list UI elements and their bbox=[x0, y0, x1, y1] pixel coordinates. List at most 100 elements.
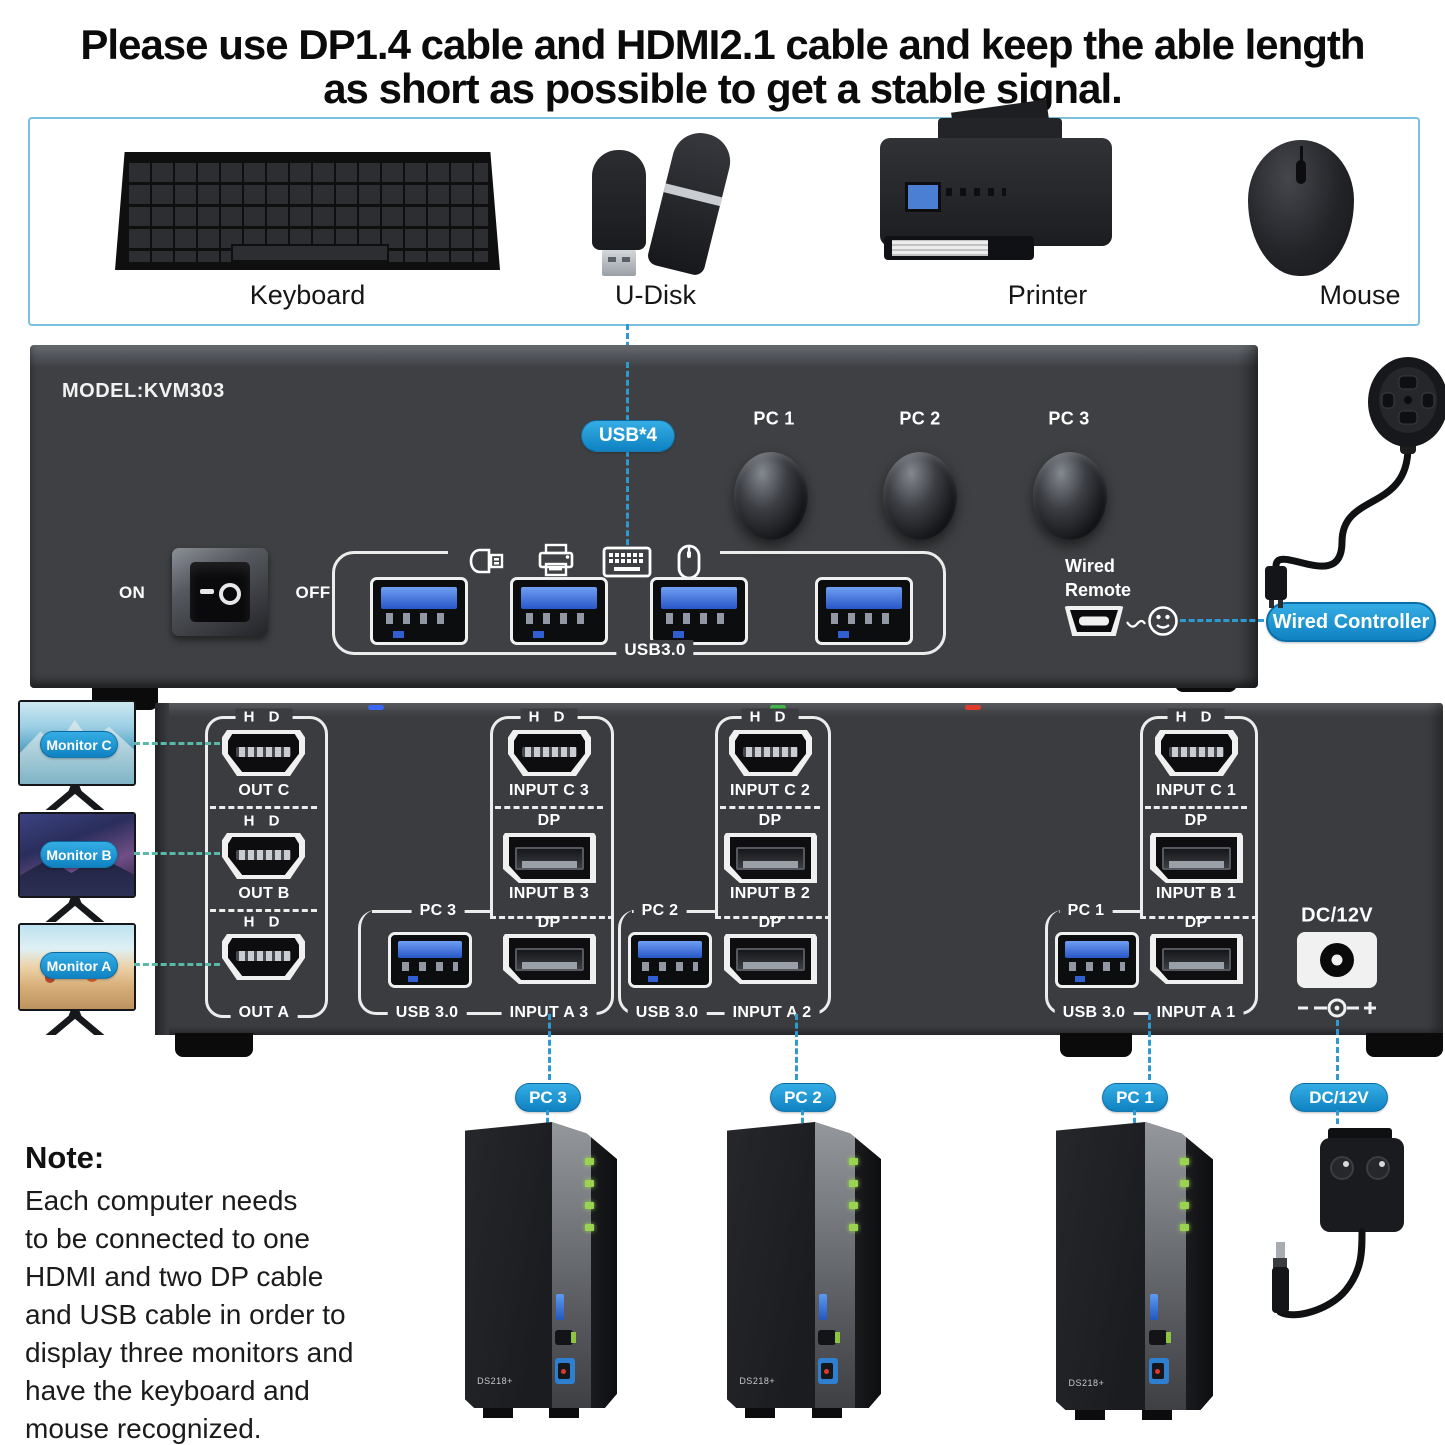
front-usb-port-1 bbox=[370, 577, 468, 645]
tower-power-button bbox=[1148, 1330, 1167, 1345]
tower-usb-port bbox=[819, 1294, 828, 1320]
usb-nub bbox=[648, 976, 658, 982]
port-bar bbox=[521, 861, 578, 868]
port-usb3-pc3 bbox=[388, 932, 472, 988]
tower-side bbox=[591, 1130, 617, 1408]
monitor-a-pill: Monitor A bbox=[40, 952, 118, 979]
tower-reset-button bbox=[820, 1363, 833, 1379]
pc1-divider bbox=[1145, 806, 1247, 809]
green-indicator-led bbox=[770, 705, 786, 710]
dc-pill: DC/12V bbox=[1290, 1083, 1388, 1112]
wired-controller-pill: Wired Controller bbox=[1266, 602, 1436, 642]
power-on-label: ON bbox=[118, 583, 146, 602]
tower-reset-dot bbox=[561, 1368, 567, 1374]
tower-led bbox=[585, 1202, 595, 1209]
front-usb-port-2 bbox=[510, 577, 608, 645]
port-input-b1-dp bbox=[1150, 833, 1243, 883]
tower-led bbox=[848, 1224, 858, 1231]
usb-nub bbox=[673, 630, 685, 639]
pc1-drop-line bbox=[1148, 1014, 1151, 1080]
note-line: have the keyboard and bbox=[25, 1375, 310, 1406]
tower-power-button bbox=[817, 1330, 836, 1345]
port-input-c1-hdmi bbox=[1155, 730, 1238, 776]
knob-label-pc1: PC 1 bbox=[753, 408, 795, 429]
input-b1-label: INPUT B 1 bbox=[1155, 885, 1237, 902]
usb-tab bbox=[638, 940, 702, 958]
dc-jack-pin bbox=[1331, 954, 1343, 966]
model-label: MODEL:KVM303 bbox=[62, 380, 225, 402]
power-dash-symbol bbox=[200, 589, 214, 594]
keyboard-spacebar bbox=[230, 244, 389, 262]
tower-reset-dot bbox=[824, 1368, 830, 1374]
usb-pins bbox=[830, 613, 898, 624]
monitor-b-stand bbox=[45, 896, 105, 922]
tower-reset-dot bbox=[1155, 1368, 1161, 1374]
usb-tab bbox=[1065, 940, 1129, 958]
usb-pins bbox=[525, 613, 593, 624]
tower-led bbox=[848, 1180, 858, 1187]
port-input-a1-dp bbox=[1150, 934, 1243, 984]
pc3-group-label: PC 3 bbox=[411, 902, 465, 920]
out-divider-2 bbox=[210, 909, 317, 912]
port-tongue bbox=[1169, 747, 1224, 757]
port-tongue bbox=[522, 747, 577, 757]
input-c3-label: INPUT C 3 bbox=[508, 782, 590, 799]
note-line: HDMI and two DP cable bbox=[25, 1261, 324, 1292]
usb-tab bbox=[381, 586, 457, 609]
tower-usb-port bbox=[1150, 1294, 1159, 1320]
tower-side bbox=[854, 1130, 881, 1408]
tower-foot bbox=[548, 1408, 579, 1418]
pc3-pill-stub bbox=[546, 1110, 549, 1123]
port-input-b2-dp bbox=[724, 833, 817, 883]
printer-screen bbox=[905, 182, 941, 212]
note-line: display three monitors and bbox=[25, 1337, 354, 1368]
out-c-type: H D bbox=[235, 708, 293, 726]
port-bar bbox=[742, 962, 799, 969]
monitor-c-pill: Monitor C bbox=[40, 731, 118, 758]
input-a1-chip: INPUT A 1 bbox=[1148, 1004, 1244, 1022]
pc2-usb-label: USB 3.0 bbox=[627, 1004, 707, 1022]
out-b-label: OUT B bbox=[238, 885, 290, 902]
input-b3-label: INPUT B 3 bbox=[508, 885, 590, 902]
keyboard-label: Keyboard bbox=[249, 280, 366, 310]
monitor-a-line bbox=[134, 963, 220, 966]
blue-indicator-led bbox=[368, 705, 384, 710]
tower-body: DS218+ bbox=[727, 1122, 881, 1408]
tower-reset-button bbox=[557, 1363, 570, 1379]
tower-led bbox=[585, 1180, 595, 1187]
pc2-pill: PC 2 bbox=[770, 1083, 836, 1112]
port-out-a-hdmi bbox=[222, 934, 305, 980]
port-input-c3-hdmi bbox=[508, 730, 591, 776]
pc3-tower: DS218+ bbox=[465, 1122, 617, 1418]
red-indicator-led bbox=[965, 705, 981, 710]
pc2-divider bbox=[720, 806, 820, 809]
printer-body bbox=[880, 138, 1112, 246]
port-bar bbox=[1168, 962, 1225, 969]
tower-led bbox=[848, 1158, 858, 1165]
pc3-box-outline bbox=[358, 910, 614, 1015]
port-tongue bbox=[236, 951, 291, 961]
printer-buttons bbox=[946, 188, 1006, 196]
port-usb3-pc1 bbox=[1055, 932, 1139, 988]
power-off-label: OFF bbox=[295, 583, 331, 602]
mouse-split bbox=[1300, 146, 1303, 162]
out-a-type: H D bbox=[243, 913, 285, 931]
tower-led bbox=[1180, 1224, 1190, 1231]
tower-power-button bbox=[554, 1330, 573, 1345]
monitor-b-line bbox=[134, 852, 220, 855]
power-switch-rocker bbox=[190, 562, 250, 622]
udisk-connector-slot bbox=[608, 257, 616, 262]
tower-foot bbox=[811, 1408, 842, 1418]
wired-remote-label-2: Remote bbox=[1065, 580, 1132, 600]
tower-power-led bbox=[834, 1332, 840, 1343]
pc1-dp2-type: DP bbox=[1184, 914, 1208, 931]
wired-controller-line bbox=[1180, 619, 1264, 622]
tower-reset-button bbox=[1151, 1363, 1164, 1379]
usb-outline-gap bbox=[448, 548, 720, 556]
wired-controller-device bbox=[1265, 357, 1445, 608]
usb-tab bbox=[661, 586, 737, 609]
keyboard-icon bbox=[602, 546, 652, 578]
out-c-label: OUT C bbox=[238, 782, 290, 799]
port-tongue bbox=[743, 747, 798, 757]
pc1-pill: PC 1 bbox=[1102, 1083, 1168, 1112]
